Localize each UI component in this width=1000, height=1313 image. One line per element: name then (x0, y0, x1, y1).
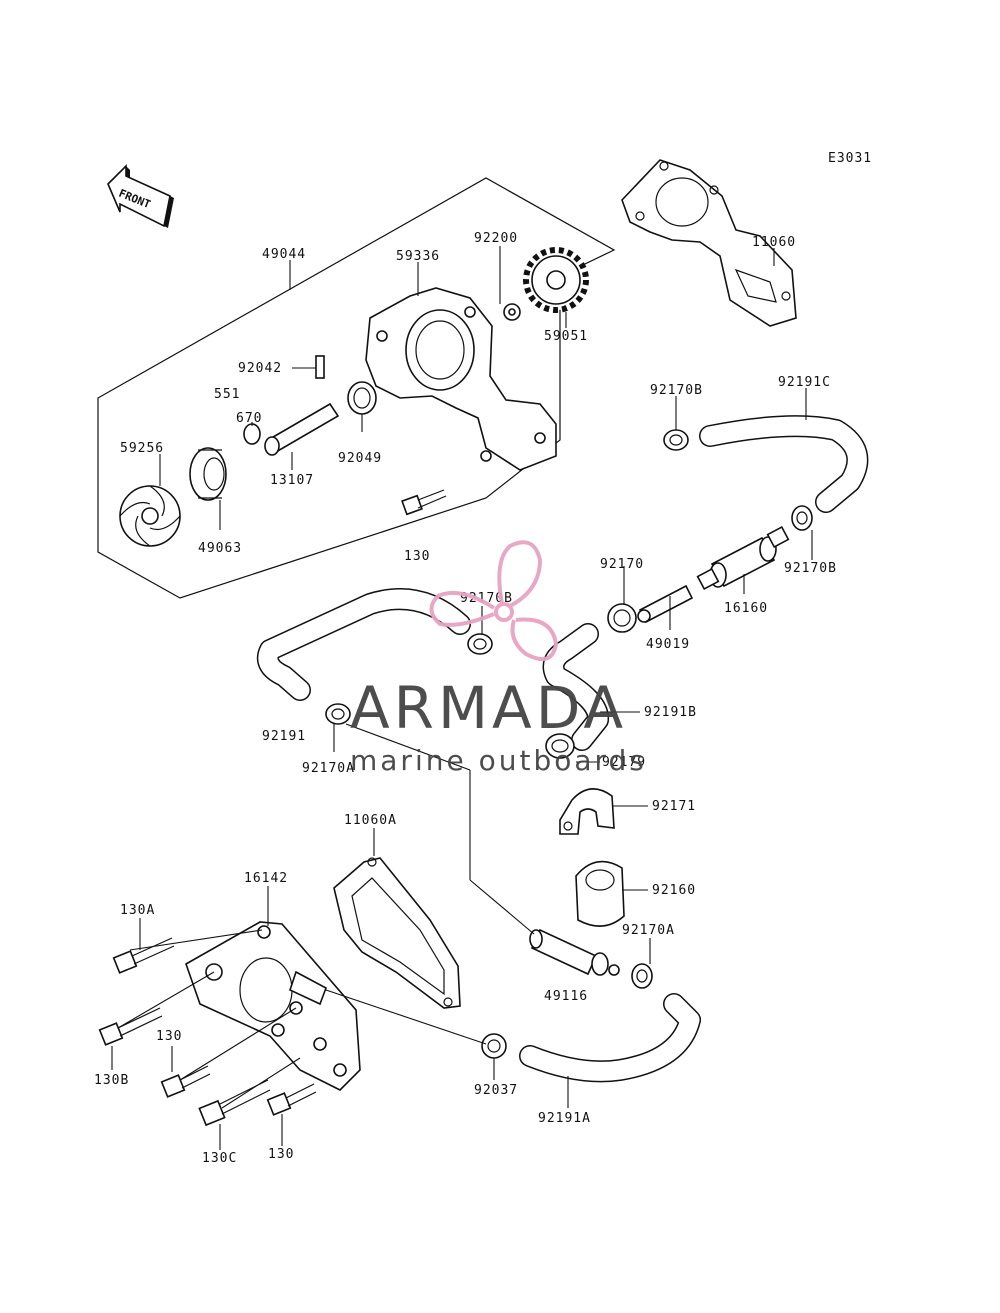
shaft-551 (264, 402, 340, 456)
label-92191: 92191 (262, 729, 306, 744)
label-92160: 92160 (652, 883, 696, 898)
oring-670 (243, 423, 261, 445)
clamp-92170B-right (791, 505, 813, 531)
label-92200: 92200 (474, 231, 518, 246)
gasket-11060A (333, 857, 461, 1009)
washer-92200 (503, 303, 521, 321)
propeller-logo-icon (429, 540, 559, 662)
label-92170A-right: 92170A (622, 923, 675, 938)
label-92191C: 92191C (778, 375, 831, 390)
bolt-130C (198, 1079, 271, 1127)
label-130-low: 130 (156, 1029, 182, 1044)
label-59256: 59256 (120, 441, 164, 456)
clamp-92037 (481, 1033, 507, 1059)
fitting-49019 (637, 584, 694, 624)
label-92179: 92179 (602, 755, 646, 770)
seal-92049 (347, 381, 377, 415)
label-130A: 130A (120, 903, 155, 918)
pump-body-59336 (365, 287, 557, 471)
gasket-11060 (621, 159, 797, 327)
fitting-49116 (529, 928, 620, 976)
bolt-130-low (160, 1065, 211, 1098)
label-16142: 16142 (244, 871, 288, 886)
label-59336: 59336 (396, 249, 440, 264)
label-49116: 49116 (544, 989, 588, 1004)
clamp-92170B-top (663, 429, 689, 451)
label-13107: 13107 (270, 473, 314, 488)
cover-16142 (185, 921, 361, 1091)
hose-92191 (256, 588, 471, 701)
bolt-130-upper (401, 489, 447, 516)
label-92171: 92171 (652, 799, 696, 814)
hose-92191A (519, 993, 701, 1083)
clamp-92170B-mid (467, 633, 493, 655)
label-49019: 49019 (646, 637, 690, 652)
label-49044: 49044 (262, 247, 306, 262)
front-arrow-icon: FRONT (107, 164, 174, 228)
label-92191B: 92191B (644, 705, 697, 720)
bolt-130B (98, 1007, 163, 1046)
label-551: 551 (214, 387, 240, 402)
assembly-49044-frame (97, 177, 616, 599)
bracket-92171 (559, 788, 615, 835)
label-92170B-right: 92170B (784, 561, 837, 576)
clamp-92170A-right (631, 963, 653, 989)
clamp-92170 (607, 603, 637, 633)
impeller-59256 (119, 485, 181, 547)
leader-lines (111, 246, 813, 1150)
label-670: 670 (236, 411, 262, 426)
clamp-92179 (545, 733, 575, 759)
watermark-tagline: marine outboards (350, 744, 647, 777)
grommet-92160 (575, 860, 625, 927)
label-92170: 92170 (600, 557, 644, 572)
label-92170B-top: 92170B (650, 383, 703, 398)
label-92049: 92049 (338, 451, 382, 466)
label-130-mid: 130 (404, 549, 430, 564)
filter-16160 (696, 525, 790, 591)
ref-code: E3031 (828, 151, 872, 166)
hose-92191C (699, 415, 869, 513)
gear-59051 (523, 247, 589, 313)
label-16160: 16160 (724, 601, 768, 616)
seal-49063 (189, 447, 227, 501)
bolt-130A (112, 937, 175, 974)
hose-92191B (542, 623, 609, 751)
label-92170A-left: 92170A (302, 761, 355, 776)
label-92037: 92037 (474, 1083, 518, 1098)
watermark-brand: ARMADA (350, 674, 627, 742)
label-11060: 11060 (752, 235, 796, 250)
label-59051: 59051 (544, 329, 588, 344)
label-130-bottom: 130 (268, 1147, 294, 1162)
label-92191A: 92191A (538, 1111, 591, 1126)
label-130B: 130B (94, 1073, 129, 1088)
pin-92042 (315, 355, 325, 379)
label-92042: 92042 (238, 361, 282, 376)
assembly-lines (117, 723, 535, 1109)
watermark: ARMADA marine outboards (350, 540, 647, 777)
clamp-92170A-left (325, 703, 351, 725)
label-49063: 49063 (198, 541, 242, 556)
label-11060A: 11060A (344, 813, 397, 828)
label-130C: 130C (202, 1151, 237, 1166)
bolt-130-bottom (266, 1083, 317, 1116)
